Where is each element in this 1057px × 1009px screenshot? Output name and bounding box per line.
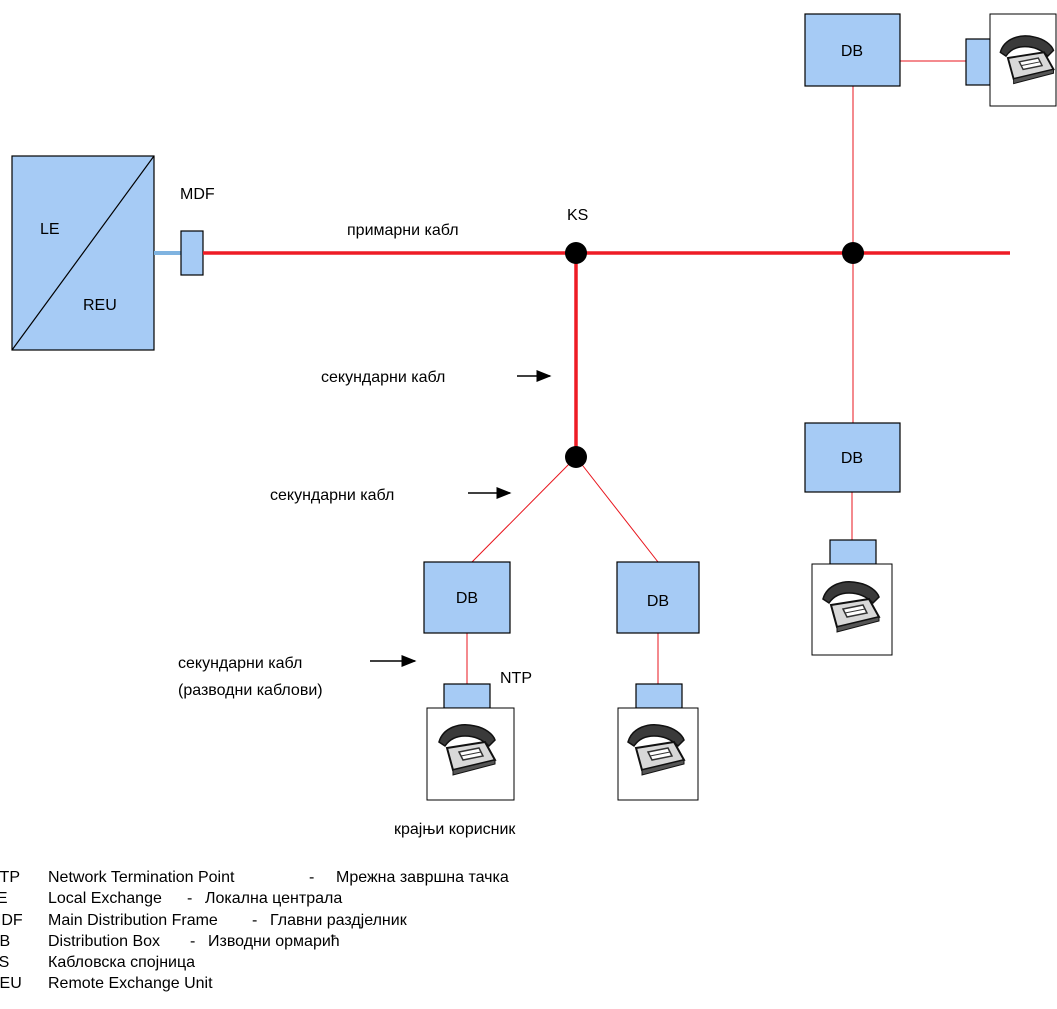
ks-node: [565, 242, 587, 264]
legend-full: Main Distribution Frame: [48, 912, 218, 929]
db-top-label: DB: [841, 43, 863, 60]
le-label: LE: [40, 221, 60, 238]
db-left: DB: [423, 561, 511, 634]
legend-full: Remote Exchange Unit: [48, 975, 213, 992]
ntp-box: [443, 683, 491, 709]
legend-full: Distribution Box: [48, 933, 160, 950]
db-top: DB: [804, 13, 901, 87]
db-left-label: DB: [456, 590, 478, 607]
ntp-box: [829, 539, 877, 565]
db-right: DB: [804, 422, 901, 493]
legend-full: Local Exchange: [48, 890, 162, 907]
mdf-box: [180, 230, 204, 276]
branch-left: [471, 456, 577, 563]
end-user-label: крајњи корисник: [394, 821, 516, 838]
junction-node-right: [842, 242, 864, 264]
legend-abbr: DB: [0, 933, 10, 950]
legend-separator: -: [252, 912, 257, 929]
junction-node-lower: [565, 446, 587, 468]
legend: NTP Network Termination Point - Мрежна з…: [0, 869, 509, 992]
mdf-label: MDF: [180, 186, 215, 203]
legend-translation: Локална централа: [205, 890, 342, 907]
exchange-diagonal: [11, 155, 155, 351]
secondary-cable-label-1: секундарни кабл: [321, 369, 445, 386]
legend-separator: -: [187, 890, 192, 907]
legend-abbr: REU: [0, 975, 22, 992]
legend-separator: -: [190, 933, 195, 950]
legend-translation: Главни раздјелник: [270, 912, 408, 929]
local-exchange-box: LE REU: [11, 155, 155, 351]
ntp-left: [426, 683, 515, 801]
legend-abbr: LE: [0, 890, 8, 907]
ntp-box: [635, 683, 683, 709]
ntp-right: [811, 539, 893, 656]
ntp-label: NTP: [500, 670, 532, 687]
secondary-cable-label-2: секундарни кабл: [270, 487, 394, 504]
ks-label: KS: [567, 207, 588, 224]
secondary-cable-label-3-line1: секундарни кабл: [178, 655, 302, 672]
db-middle: DB: [616, 561, 700, 634]
db-right-label: DB: [841, 450, 863, 467]
branch-right: [575, 456, 659, 563]
db-middle-label: DB: [647, 593, 669, 610]
legend-abbr: MDF: [0, 912, 23, 929]
legend-translation: Изводни ормарић: [208, 933, 340, 950]
ntp-middle: [617, 683, 699, 801]
legend-abbr: KS: [0, 954, 9, 971]
legend-full: Network Termination Point: [48, 869, 235, 886]
reu-label: REU: [83, 297, 117, 314]
legend-abbr: NTP: [0, 869, 20, 886]
secondary-cable-label-3-line2: (разводни каблови): [178, 682, 323, 699]
legend-full: Кабловска спојница: [48, 954, 195, 971]
legend-translation: Мрежна завршна тачка: [336, 869, 509, 886]
ntp-top-right: [965, 13, 1057, 107]
ntp-box: [965, 38, 991, 86]
legend-separator: -: [309, 869, 314, 886]
primary-cable-label: примарни кабл: [347, 222, 459, 239]
